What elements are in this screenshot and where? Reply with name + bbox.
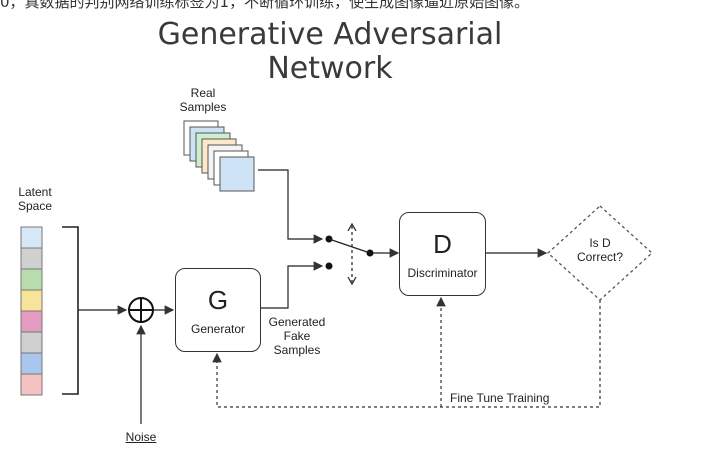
diagram-title-line2: Network — [267, 51, 393, 86]
discriminator-letter: D — [433, 229, 452, 259]
latent-space-cell — [20, 289, 43, 312]
discriminator-label: Discriminator — [407, 266, 478, 280]
fake-samples-label-line2: Fake — [283, 329, 311, 343]
latent-space-label-line1: Latent — [18, 185, 52, 199]
fine-tune-feedback-to-generator — [212, 300, 601, 408]
diagram-title-line1: Generative Adversarial — [157, 17, 503, 52]
latent-space-cell — [20, 247, 43, 270]
latent-space-label-line2: Space — [17, 199, 53, 213]
fake-samples-label-line3: Samples — [273, 343, 321, 357]
decision-label-line2: Correct? — [576, 250, 623, 264]
generator-label: Generator — [190, 322, 246, 336]
noise-label: Noise — [125, 430, 157, 444]
latent-space-cell — [20, 331, 43, 354]
decision-label-line1: Is D — [589, 236, 611, 250]
discriminator-block: D Discriminator — [399, 212, 486, 296]
latent-space-cell — [20, 352, 43, 375]
switch-icon — [325, 222, 374, 286]
generator-block: G Generator — [175, 268, 261, 352]
caption-text: 0，真数据的判别网络训练标签为1，不断循环训练，使生成图像逼近原始图像。 — [0, 0, 530, 11]
fake-samples-label-line1: Generated — [268, 315, 326, 329]
latent-space-vector — [20, 226, 43, 396]
latent-space-cell — [20, 373, 43, 396]
real-to-switch-arrow — [258, 169, 324, 244]
real-sample-card — [219, 156, 255, 192]
fake-to-switch-arrow — [261, 261, 324, 309]
adder-icon — [128, 297, 154, 323]
latent-space-cell — [20, 310, 43, 333]
real-samples-label-line1: Real — [190, 86, 216, 100]
latent-bracket — [62, 226, 79, 395]
fine-tune-label: Fine Tune Training — [450, 391, 550, 405]
real-samples-stack — [183, 120, 255, 192]
latent-space-cell — [20, 268, 43, 291]
latent-space-cell — [20, 226, 43, 249]
real-samples-label-line2: Samples — [179, 100, 227, 114]
generator-letter: G — [207, 285, 229, 315]
